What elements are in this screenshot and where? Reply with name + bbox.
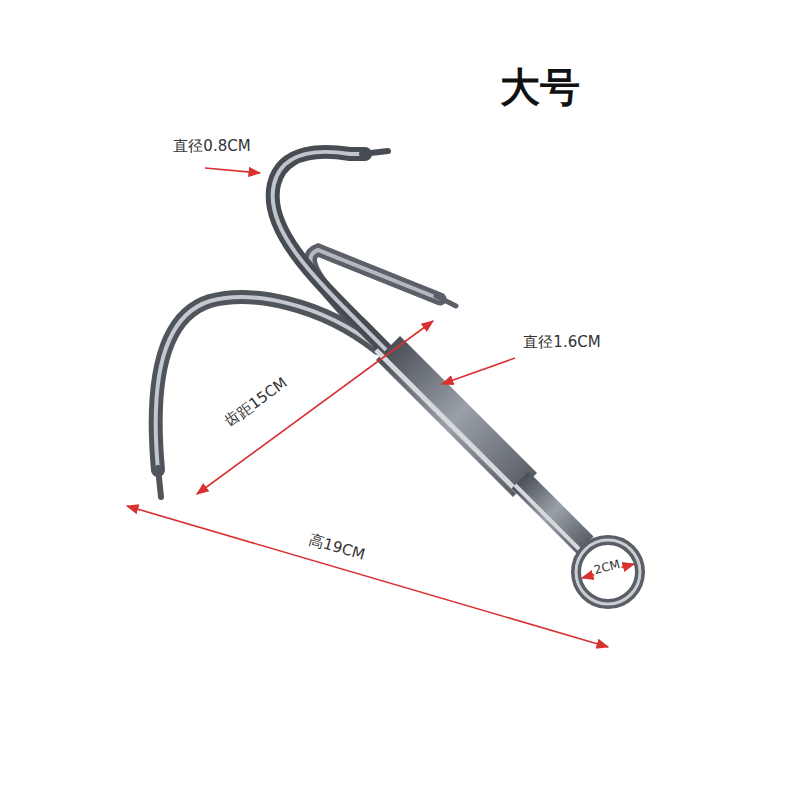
dimension-label: 高19CM	[307, 532, 367, 564]
dimension-lines	[127, 168, 634, 647]
dimension-label: 直径1.6CM	[523, 334, 600, 351]
dimension-label: 齿距15CM	[222, 375, 291, 432]
dimension-label: 2CM	[592, 558, 623, 579]
dimension-label: 直径0.8CM	[173, 138, 250, 155]
title: 大号	[500, 64, 580, 110]
